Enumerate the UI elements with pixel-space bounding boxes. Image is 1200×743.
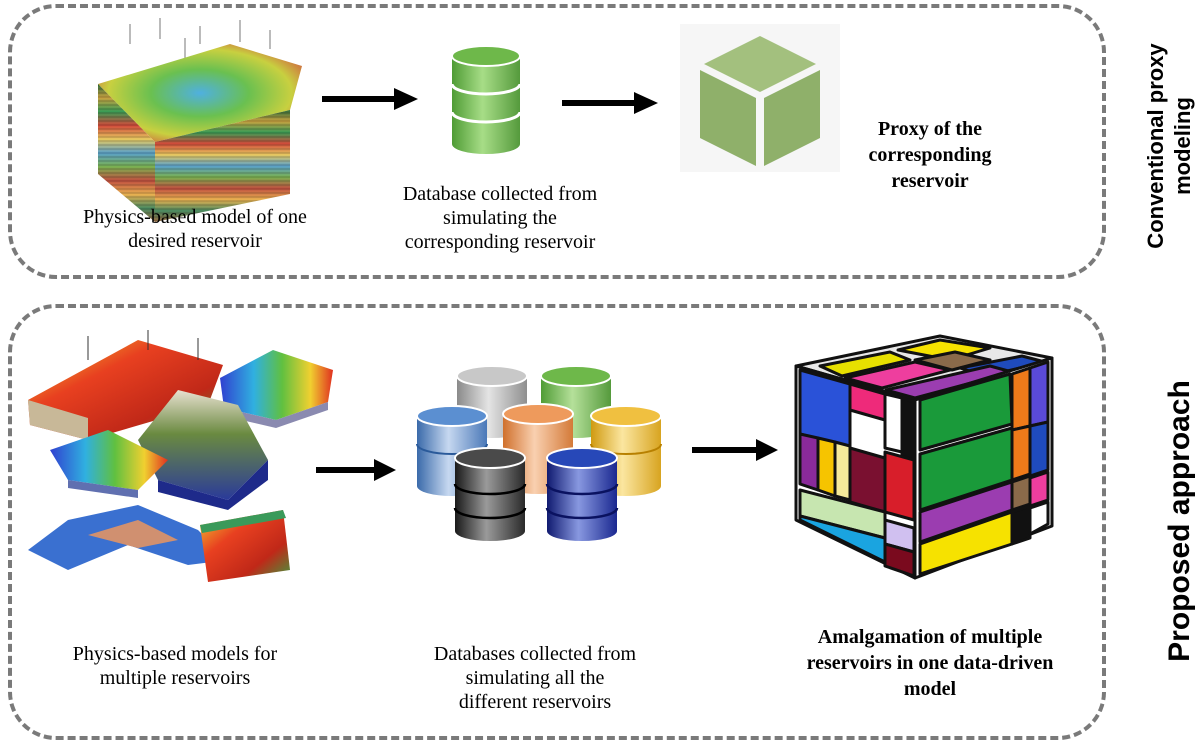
side-label-line: Conventional proxy: [1143, 43, 1168, 249]
caption-line: simulating all the: [465, 667, 605, 689]
caption-line: model: [903, 678, 957, 700]
proposed-approach-panel: [8, 304, 1106, 740]
caption-line: Physics-based models for: [72, 643, 278, 665]
proxy-caption: Proxy of the corresponding reservoir: [830, 116, 1030, 194]
single-model-caption: Physics-based model of one desired reser…: [40, 205, 350, 253]
caption-line: Physics-based model of one: [83, 206, 307, 228]
arrow-icon: [692, 439, 778, 461]
single-reservoir-model-image: [98, 18, 302, 222]
database-caption: Database collected from simulating the c…: [350, 182, 650, 254]
caption-line: desired reservoir: [128, 230, 262, 252]
caption-line: Amalgamation of multiple: [817, 626, 1043, 648]
database-icon: [450, 45, 522, 154]
databases-caption: Databases collected from simulating all …: [385, 642, 685, 714]
conventional-proxy-side-label: Conventional proxy modeling: [1142, 0, 1198, 296]
database-navy-icon: [545, 447, 619, 541]
arrow-icon: [322, 88, 418, 110]
caption-line: corresponding reservoir: [404, 231, 596, 253]
caption-line: different reservoirs: [458, 691, 612, 713]
caption-line: Database collected from: [402, 183, 598, 205]
database-cluster-icon: [416, 365, 662, 541]
amalgamation-cube-icon: [794, 334, 1054, 580]
caption-line: Databases collected from: [433, 643, 637, 665]
conventional-proxy-panel: [8, 4, 1106, 279]
arrow-icon: [316, 459, 396, 481]
database-black-icon: [453, 447, 527, 541]
multiple-models-caption: Physics-based models for multiple reserv…: [30, 642, 320, 690]
arrow-icon: [562, 92, 658, 114]
proxy-cube-icon: [680, 24, 840, 172]
amalgamation-caption: Amalgamation of multiple reservoirs in o…: [780, 624, 1080, 702]
caption-line: reservoir: [891, 170, 969, 192]
caption-line: multiple reservoirs: [99, 667, 251, 689]
multiple-reservoir-models-image: [28, 330, 333, 582]
proposed-approach-side-label: Proposed approach: [1163, 380, 1196, 662]
caption-line: reservoirs in one data-driven: [806, 652, 1054, 674]
caption-line: simulating the: [443, 207, 557, 229]
caption-line: corresponding: [868, 144, 992, 166]
caption-line: Proxy of the: [877, 118, 983, 140]
side-label-line: modeling: [1170, 97, 1195, 195]
